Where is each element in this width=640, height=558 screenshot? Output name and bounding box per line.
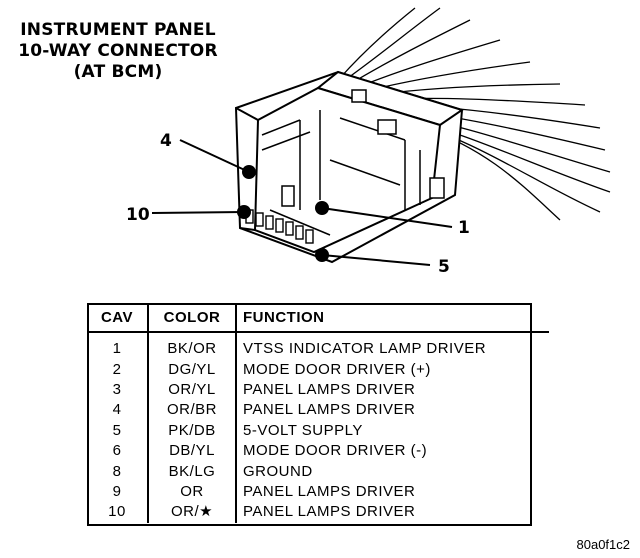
cav-cell: 9 [87,481,149,503]
table-row: 10 OR/★ PANEL LAMPS DRIVER [87,502,549,523]
connector-illustration: 4 10 1 5 [126,7,611,277]
function-cell: MODE DOOR DRIVER (-) [243,442,428,460]
color-cell: BK/OR [148,332,237,360]
function-cell: VTSS INDICATOR LAMP DRIVER [243,340,487,358]
connector-body [234,70,465,264]
color-cell: DG/YL [148,359,237,380]
table-row: 3 OR/YL PANEL LAMPS DRIVER [87,379,549,401]
header-function: FUNCTION [236,303,549,333]
table-row: 6 DB/YL MODE DOOR DRIVER (-) [87,440,549,462]
function-cell: PANEL LAMPS DRIVER [243,401,416,419]
table-header-row: CAV COLOR FUNCTION [87,303,549,333]
title-line-3: (AT BCM) [73,62,163,82]
diagram-title: INSTRUMENT PANEL 10-WAY CONNECTOR (AT BC… [8,20,228,83]
cav-cell: 8 [87,461,149,482]
function-cell: PANEL LAMPS DRIVER [243,503,416,521]
function-cell: 5-VOLT SUPPLY [243,421,363,439]
color-cell: OR/BR [148,400,237,421]
table-row: 4 OR/BR PANEL LAMPS DRIVER [87,400,549,421]
cav-cell: 4 [87,400,149,421]
table-row: 8 BK/LG GROUND [87,461,549,482]
terminal-row [245,209,314,244]
function-cell: PANEL LAMPS DRIVER [243,380,416,398]
pinout-table: CAV COLOR FUNCTION 1 BK/OR VTSS INDICATO… [87,303,549,523]
function-cell: PANEL LAMPS DRIVER [243,482,416,500]
cav-cell: 3 [87,379,149,401]
table-row: 2 DG/YL MODE DOOR DRIVER (+) [87,359,549,380]
color-cell: DB/YL [148,440,237,462]
cav-cell: 10 [87,502,149,523]
table-row: 9 OR PANEL LAMPS DRIVER [87,481,549,503]
callout-4: 4 [160,131,172,151]
cav-cell: 1 [87,332,149,360]
color-cell: OR/★ [148,502,237,523]
function-cell: MODE DOOR DRIVER (+) [243,360,431,378]
title-line-1: INSTRUMENT PANEL [20,20,216,40]
figure-id: 80a0f1c2 [576,537,631,552]
title-line-2: 10-WAY CONNECTOR [18,41,218,61]
leader-lines [151,139,453,266]
color-cell: OR/YL [148,379,237,401]
color-cell: OR [148,481,237,503]
table-row: 5 PK/DB 5-VOLT SUPPLY [87,420,549,441]
color-cell: BK/LG [148,461,237,482]
callout-1: 1 [458,218,470,238]
function-cell: GROUND [243,462,313,480]
header-color: COLOR [148,303,237,333]
color-cell: PK/DB [148,420,237,441]
table-row: 1 BK/OR VTSS INDICATOR LAMP DRIVER [87,332,549,360]
header-cav: CAV [87,303,149,333]
callout-5: 5 [438,257,450,277]
callout-10: 10 [126,205,150,225]
cav-cell: 5 [87,420,149,441]
cav-cell: 6 [87,440,149,462]
cav-cell: 2 [87,359,149,380]
